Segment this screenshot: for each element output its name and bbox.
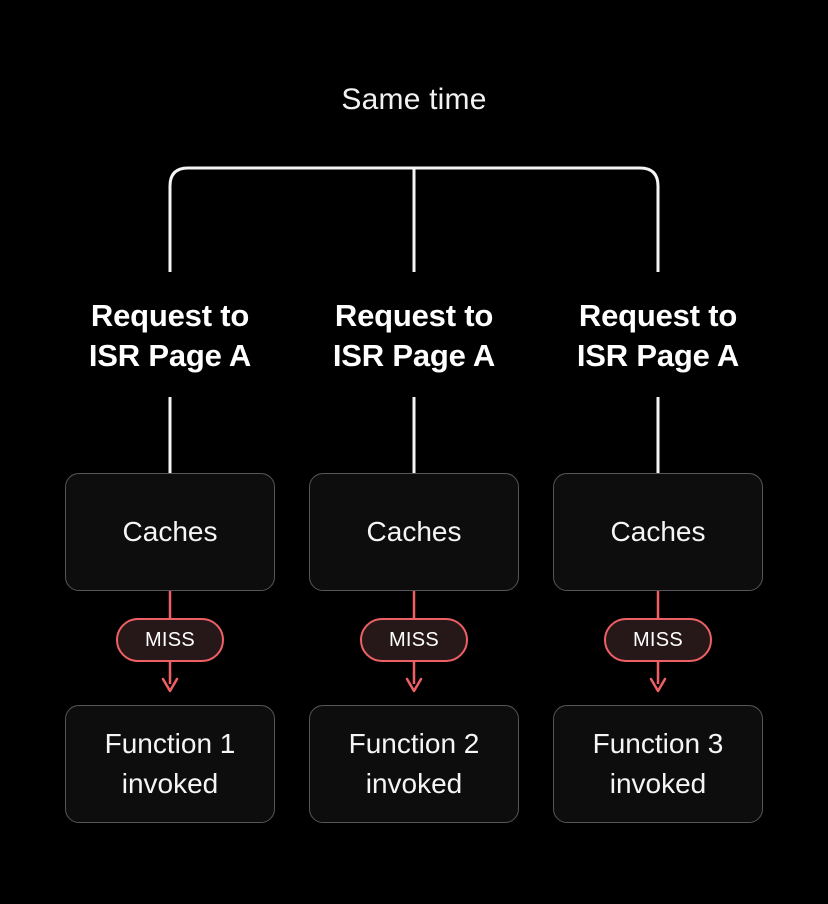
request-heading-line2: ISR Page A [88, 338, 252, 373]
request-heading-2: Request to ISR Page A [284, 296, 544, 376]
request-heading-line1: Request to [578, 298, 738, 333]
function-label-line2: invoked [121, 768, 219, 799]
cache-label: Caches [610, 516, 706, 547]
function-label-line1: Function 1 [104, 728, 236, 759]
function-box-2[interactable]: Function 2 invoked [309, 705, 519, 823]
arrowhead-1 [161, 677, 179, 693]
cache-box-2[interactable]: Caches [309, 473, 519, 591]
cache-label: Caches [122, 516, 218, 547]
function-box-3[interactable]: Function 3 invoked [553, 705, 763, 823]
request-heading-line1: Request to [90, 298, 250, 333]
miss-badge-3: MISS [604, 618, 712, 662]
arrowhead-2 [405, 677, 423, 693]
function-label-line1: Function 2 [348, 728, 480, 759]
function-box-1[interactable]: Function 1 invoked [65, 705, 275, 823]
request-heading-1: Request to ISR Page A [40, 296, 300, 376]
cache-box-3[interactable]: Caches [553, 473, 763, 591]
miss-badge-1: MISS [116, 618, 224, 662]
cache-box-1[interactable]: Caches [65, 473, 275, 591]
diagram-title: Same time [341, 83, 487, 116]
function-label-line1: Function 3 [592, 728, 724, 759]
miss-badge-label: MISS [632, 628, 684, 651]
miss-badge-2: MISS [360, 618, 468, 662]
miss-badge-label: MISS [388, 628, 440, 651]
request-heading-line2: ISR Page A [576, 338, 740, 373]
request-heading-3: Request to ISR Page A [528, 296, 788, 376]
cache-label: Caches [366, 516, 462, 547]
bracket-path [168, 166, 660, 272]
request-heading-line1: Request to [334, 298, 494, 333]
function-label-line2: invoked [365, 768, 463, 799]
function-label-line2: invoked [609, 768, 707, 799]
arrowhead-3 [649, 677, 667, 693]
request-heading-line2: ISR Page A [332, 338, 496, 373]
miss-badge-label: MISS [144, 628, 196, 651]
